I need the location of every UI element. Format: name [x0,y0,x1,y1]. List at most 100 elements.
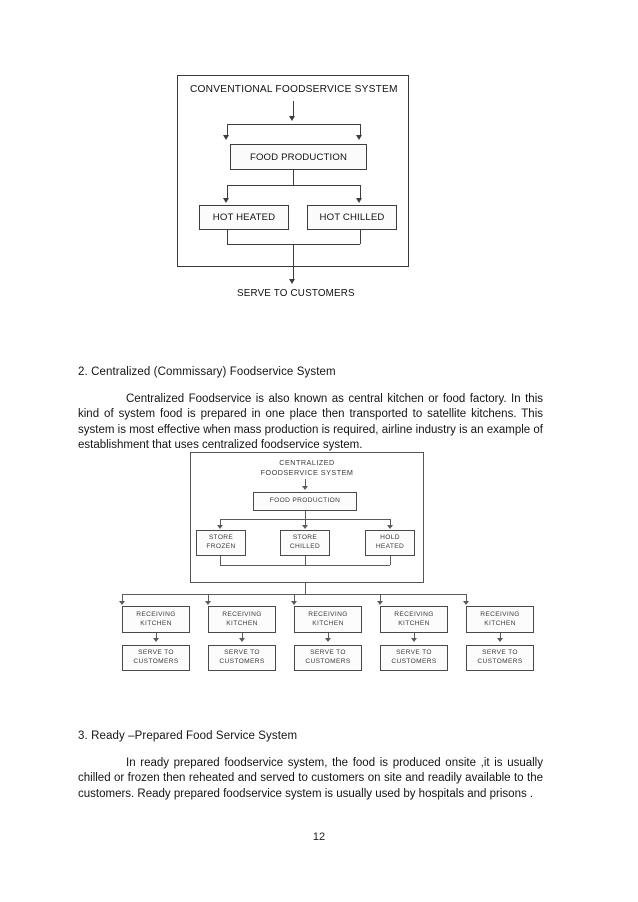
diagram1-title: CONVENTIONAL FOODSERVICE SYSTEM [190,84,398,95]
diagram2-distribution-stem [305,583,306,594]
diagram2-serve-3-line2: CUSTOMERS [305,658,351,665]
diagram1-heated-drop [227,230,228,244]
diagram2-serve-arrow-4 [411,638,417,642]
diagram2-node-serve-customers-3: SERVE TO CUSTOMERS [294,645,362,671]
diagram2-dist-drop-1 [122,594,123,602]
diagram2-title-stem [305,479,306,487]
diagram2-dist-arrow-2 [205,601,211,605]
diagram2-node-store-frozen: STORE FROZEN [196,530,246,556]
diagram2-node-serve-customers-5: SERVE TO CUSTOMERS [466,645,534,671]
diagram2-kitchen-4-line1: RECEIVING [394,610,434,618]
diagram1-node-food-production: FOOD PRODUCTION [230,144,367,170]
diagram1-split-right-drop [359,124,361,136]
diagram2-serve-stem-4 [414,633,415,639]
conventional-foodservice-diagram: CONVENTIONAL FOODSERVICE SYSTEM FOOD PRO… [0,0,638,310]
diagram2-serve-stem-2 [242,633,243,639]
diagram1-split-right-arrow [356,135,362,140]
diagram2-node-food-production: FOOD PRODUCTION [253,492,357,511]
diagram2-storage-arrow-1 [217,525,223,529]
diagram2-serve-5-line1: SERVE TO [482,649,518,657]
diagram2-node-receiving-kitchen-2: RECEIVING KITCHEN [208,606,276,633]
diagram2-storage-drop-3 [389,519,391,526]
diagram2-node-store-chilled: STORE CHILLED [280,530,330,556]
diagram2-node-receiving-kitchen-4: RECEIVING KITCHEN [380,606,448,633]
section3-paragraph: In ready prepared foodservice system, th… [78,757,543,800]
diagram2-node-serve-customers-2: SERVE TO CUSTOMERS [208,645,276,671]
diagram2-serve-arrow-2 [239,638,245,642]
diagram2-node-hold-heated: HOLD HEATED [365,530,415,556]
diagram2-title-arrow [302,486,308,490]
diagram2-serve-4-line2: CUSTOMERS [391,658,437,665]
diagram1-node-hot-chilled: HOT CHILLED [307,205,397,230]
diagram2-title: CENTRALIZED FOODSERVICE SYSTEM [247,458,367,477]
diagram1-title-stem [293,101,294,117]
diagram1-child-left-arrow [223,198,230,203]
diagram2-dist-arrow-1 [119,601,125,605]
diagram2-dist-drop-3 [294,594,295,602]
diagram1-food-production-label: FOOD PRODUCTION [249,151,348,163]
diagram2-title-line1: CENTRALIZED [279,458,335,467]
diagram2-store-chilled-line1: STORE [292,534,318,542]
diagram2-store-chilled-line2: CHILLED [289,543,321,550]
diagram2-kitchen-1-line1: RECEIVING [136,610,176,618]
diagram2-dist-arrow-3 [291,601,297,605]
diagram1-serve-stem [293,244,294,280]
diagram2-storage-arrow-2 [302,525,308,529]
diagram2-serve-stem-5 [500,633,501,639]
diagram1-children-bar [227,185,360,186]
diagram2-merge-drop-3 [389,556,391,565]
diagram2-serve-stem-1 [156,633,157,639]
diagram2-serve-arrow-5 [497,638,503,642]
diagram2-node-receiving-kitchen-5: RECEIVING KITCHEN [466,606,534,633]
diagram1-production-stem [293,170,294,185]
diagram1-chilled-drop [359,230,361,244]
diagram2-merge-drop-1 [220,556,221,565]
diagram2-serve-stem-3 [328,633,329,639]
diagram2-merge-drop-2 [305,556,306,565]
diagram1-footer-label: SERVE TO CUSTOMERS [237,288,355,299]
diagram2-food-production-label: FOOD PRODUCTION [269,497,341,505]
diagram2-kitchen-2-line1: RECEIVING [222,610,262,618]
diagram2-dist-drop-4 [380,594,381,602]
diagram2-store-frozen-line2: FROZEN [206,543,236,550]
section2-paragraph: Centralized Foodservice is also known as… [78,393,543,452]
diagram2-kitchen-3-line1: RECEIVING [308,610,348,618]
diagram2-kitchen-5-line2: KITCHEN [484,619,516,627]
diagram2-serve-4-line1: SERVE TO [396,649,432,657]
diagram2-serve-1-line2: CUSTOMERS [133,658,179,665]
diagram1-node-hot-heated: HOT HEATED [199,205,289,230]
diagram2-storage-drop-2 [305,519,306,526]
diagram2-hold-heated-line1: HOLD [380,534,400,542]
diagram2-storage-arrow-3 [386,525,393,529]
diagram2-store-frozen-line1: STORE [208,534,234,542]
diagram1-split-bar [227,124,360,125]
diagram1-hot-heated-label: HOT HEATED [212,212,276,223]
diagram2-storage-drop-1 [220,519,221,526]
section3-heading: 3. Ready –Prepared Food Service System [78,730,298,742]
diagram2-serve-1-line1: SERVE TO [138,649,174,657]
diagram2-serve-2-line2: CUSTOMERS [219,658,265,665]
diagram2-node-receiving-kitchen-3: RECEIVING KITCHEN [294,606,362,633]
diagram2-node-receiving-kitchen-1: RECEIVING KITCHEN [122,606,190,633]
diagram2-title-line2: FOODSERVICE SYSTEM [260,467,354,477]
diagram2-kitchen-5-line1: RECEIVING [480,610,520,618]
diagram1-child-right-drop [359,185,361,199]
diagram2-serve-5-line2: CUSTOMERS [477,658,523,665]
diagram2-dist-arrow-4 [377,601,383,605]
diagram2-node-serve-customers-1: SERVE TO CUSTOMERS [122,645,190,671]
diagram2-serve-arrow-3 [325,638,331,642]
diagram2-kitchen-2-line2: KITCHEN [226,619,258,627]
diagram2-hold-heated-line2: HEATED [375,543,405,550]
diagram2-serve-arrow-1 [153,638,159,642]
diagram2-kitchen-3-line2: KITCHEN [312,619,344,627]
diagram1-title-arrow [289,116,296,121]
diagram2-node-serve-customers-4: SERVE TO CUSTOMERS [380,645,448,671]
diagram1-child-right-arrow [356,198,362,203]
diagram1-serve-arrow [289,279,296,284]
page-number: 12 [312,831,326,843]
diagram1-split-left-drop [227,124,228,136]
diagram2-production-stem [305,511,306,519]
section2-heading: 2. Centralized (Commissary) Foodservice … [78,366,336,378]
diagram1-child-left-drop [227,185,228,199]
